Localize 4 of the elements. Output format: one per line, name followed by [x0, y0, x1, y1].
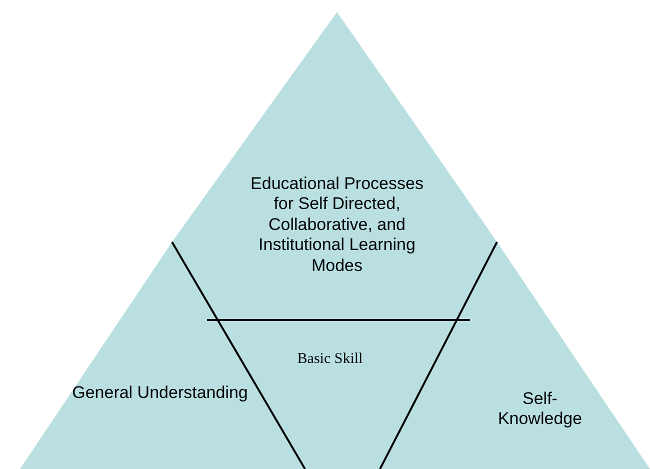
- region-label: Basic Skill: [297, 350, 363, 368]
- region-label: General Understanding: [72, 383, 248, 404]
- region-label: Self-Knowledge: [485, 389, 595, 430]
- region-label: Educational Processes for Self Directed, Collaborative, and Institutional Learning Modes: [245, 174, 429, 276]
